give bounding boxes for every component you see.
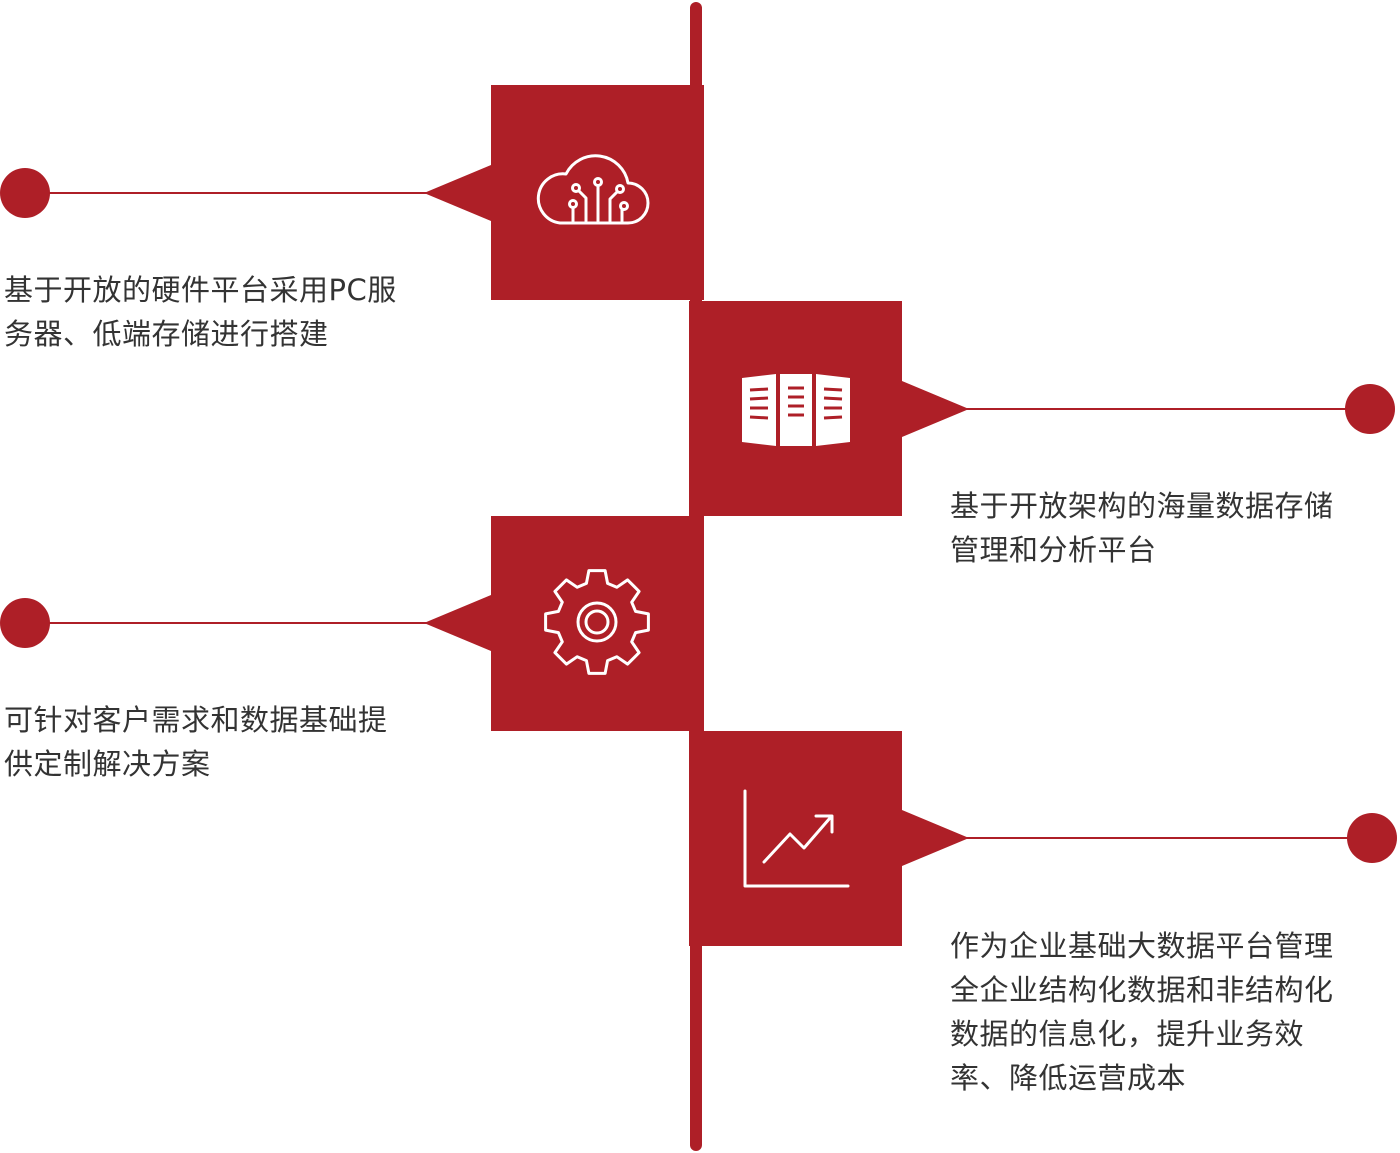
step-3-pointer <box>424 595 491 651</box>
gear-icon <box>544 569 650 675</box>
step-1-pointer <box>424 165 491 221</box>
step-4-line-1: 作为企业基础大数据平台管理 <box>950 929 1334 963</box>
step-3-line-1: 可针对客户需求和数据基础提 <box>4 703 388 737</box>
step-2-dot <box>1345 384 1395 434</box>
cloud-circuit-icon <box>536 154 650 225</box>
step-4-line-4: 率、降低运营成本 <box>950 1061 1187 1095</box>
step-1-connector <box>0 165 491 221</box>
step-4-description: 作为企业基础大数据平台管理 全企业结构化数据和非结构化 数据的信息化，提升业务效… <box>950 924 1334 1100</box>
step-3-dot <box>0 598 50 648</box>
trend-chart-icon <box>743 789 850 888</box>
step-4-line-2: 全企业结构化数据和非结构化 <box>950 973 1334 1007</box>
step-4-dot <box>1347 813 1397 863</box>
step-2-connector <box>902 381 1395 437</box>
step-2-line-1: 基于开放架构的海量数据存储 <box>950 489 1334 523</box>
step-2-description: 基于开放架构的海量数据存储 管理和分析平台 <box>950 484 1334 572</box>
step-3-block <box>491 516 704 731</box>
step-4-line-3: 数据的信息化，提升业务效 <box>950 1017 1305 1051</box>
step-3-description: 可针对客户需求和数据基础提 供定制解决方案 <box>4 698 388 786</box>
step-3-line-2: 供定制解决方案 <box>4 747 211 781</box>
step-2-pointer <box>902 381 969 437</box>
step-4-pointer <box>902 810 969 866</box>
step-3-connector <box>0 595 491 651</box>
step-1-line-1: 基于开放的硬件平台采用PC服 <box>4 273 397 307</box>
step-2-line-2: 管理和分析平台 <box>950 533 1157 567</box>
step-4-connector <box>902 810 1397 866</box>
step-1-dot <box>0 168 50 218</box>
step-1-description: 基于开放的硬件平台采用PC服 务器、低端存储进行搭建 <box>4 268 397 356</box>
step-1-line-2: 务器、低端存储进行搭建 <box>4 317 329 351</box>
server-rack-icon <box>742 374 850 446</box>
